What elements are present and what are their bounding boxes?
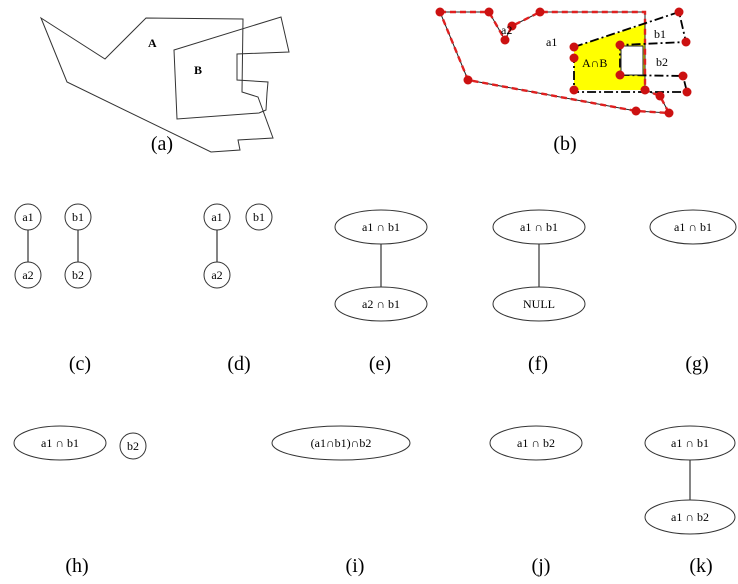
- panel-e: a1 ∩ b1 a2 ∩ b1: [334, 209, 428, 322]
- label-b2: b2: [656, 55, 668, 69]
- label-A: A: [148, 36, 157, 50]
- panel-b: a2 a1 A∩B b1 b2: [435, 7, 692, 118]
- node-a2-label: a2: [211, 268, 222, 282]
- node-b2-label: b2: [127, 439, 139, 453]
- caption-c: (c): [69, 353, 91, 375]
- node-a2-cap-b1-label: a2 ∩ b1: [362, 297, 400, 311]
- node-a1-cap-b1: [649, 209, 737, 245]
- caption-k: (k): [689, 555, 712, 577]
- node-b2-label: b2: [72, 268, 84, 282]
- node-a1-cap-b1: [492, 209, 586, 245]
- node-b1-label: b1: [72, 210, 84, 224]
- node-b1: [245, 203, 273, 231]
- b2-notch: [620, 45, 644, 76]
- node-a1-b1-b2: [271, 425, 411, 461]
- label-a2: a2: [501, 23, 512, 37]
- node-null: [492, 286, 586, 322]
- node-a2-cap-b1: [334, 286, 428, 322]
- node-a1-label: a1: [211, 210, 222, 224]
- node-a1-label: a1: [22, 210, 33, 224]
- node-a1: [14, 203, 42, 231]
- node-a1-cap-b1: [334, 209, 428, 245]
- panel-k: a1 ∩ b1 a1 ∩ b2: [644, 425, 736, 535]
- polygon-B: [173, 16, 290, 120]
- node-b1: [64, 203, 92, 231]
- node-b1-label: b1: [253, 210, 265, 224]
- node-a1-cap-b2-label: a1 ∩ b2: [671, 510, 709, 524]
- node-a2: [14, 261, 42, 289]
- panel-a: A B: [39, 16, 290, 153]
- caption-d: (d): [227, 353, 250, 375]
- polygon-b-outline: [573, 10, 689, 93]
- caption-a: (a): [151, 133, 173, 155]
- label-b1: b1: [654, 27, 666, 41]
- node-b2: [119, 432, 147, 460]
- node-a1-cap-b1-label: a1 ∩ b1: [41, 436, 79, 450]
- label-B: B: [194, 63, 202, 77]
- label-intersection: A∩B: [582, 56, 607, 70]
- node-a1-cap-b1-label: a1 ∩ b1: [671, 436, 709, 450]
- polygon-a-outline: [438, 10, 672, 115]
- node-a1-cap-b1: [13, 425, 107, 461]
- caption-e: (e): [369, 353, 391, 375]
- node-a1-cap-b2: [489, 425, 583, 461]
- polygon-A: [39, 16, 274, 153]
- panel-c: a1 a2 b1 b2: [14, 203, 92, 289]
- label-a1: a1: [546, 35, 557, 49]
- node-a1-b1-b2-label: (a1∩b1)∩b2: [311, 436, 372, 450]
- node-a2: [203, 261, 231, 289]
- node-a1-cap-b2-label: a1 ∩ b2: [517, 436, 555, 450]
- panel-f: a1 ∩ b1 NULL: [492, 209, 586, 322]
- vertex-markers: [435, 7, 692, 118]
- panel-g: a1 ∩ b1: [649, 209, 737, 245]
- caption-j: (j): [532, 555, 551, 577]
- node-a1-cap-b1-label: a1 ∩ b1: [674, 220, 712, 234]
- node-a1-cap-b1-label: a1 ∩ b1: [520, 220, 558, 234]
- node-a1: [203, 203, 231, 231]
- caption-g: (g): [685, 353, 708, 375]
- panel-d: a1 a2 b1: [203, 203, 273, 289]
- node-a2-label: a2: [22, 268, 33, 282]
- node-b2: [64, 261, 92, 289]
- node-null-label: NULL: [523, 297, 555, 311]
- panel-i: (a1∩b1)∩b2: [271, 425, 411, 461]
- caption-h: (h): [65, 555, 88, 577]
- node-a1-cap-b1: [644, 425, 736, 461]
- caption-f: (f): [528, 353, 548, 375]
- caption-b: (b): [553, 133, 576, 155]
- panel-h: a1 ∩ b1 b2: [13, 425, 147, 461]
- panel-j: a1 ∩ b2: [489, 425, 583, 461]
- caption-i: (i): [346, 555, 365, 577]
- node-a1-cap-b1-label: a1 ∩ b1: [362, 220, 400, 234]
- node-a1-cap-b2: [644, 499, 736, 535]
